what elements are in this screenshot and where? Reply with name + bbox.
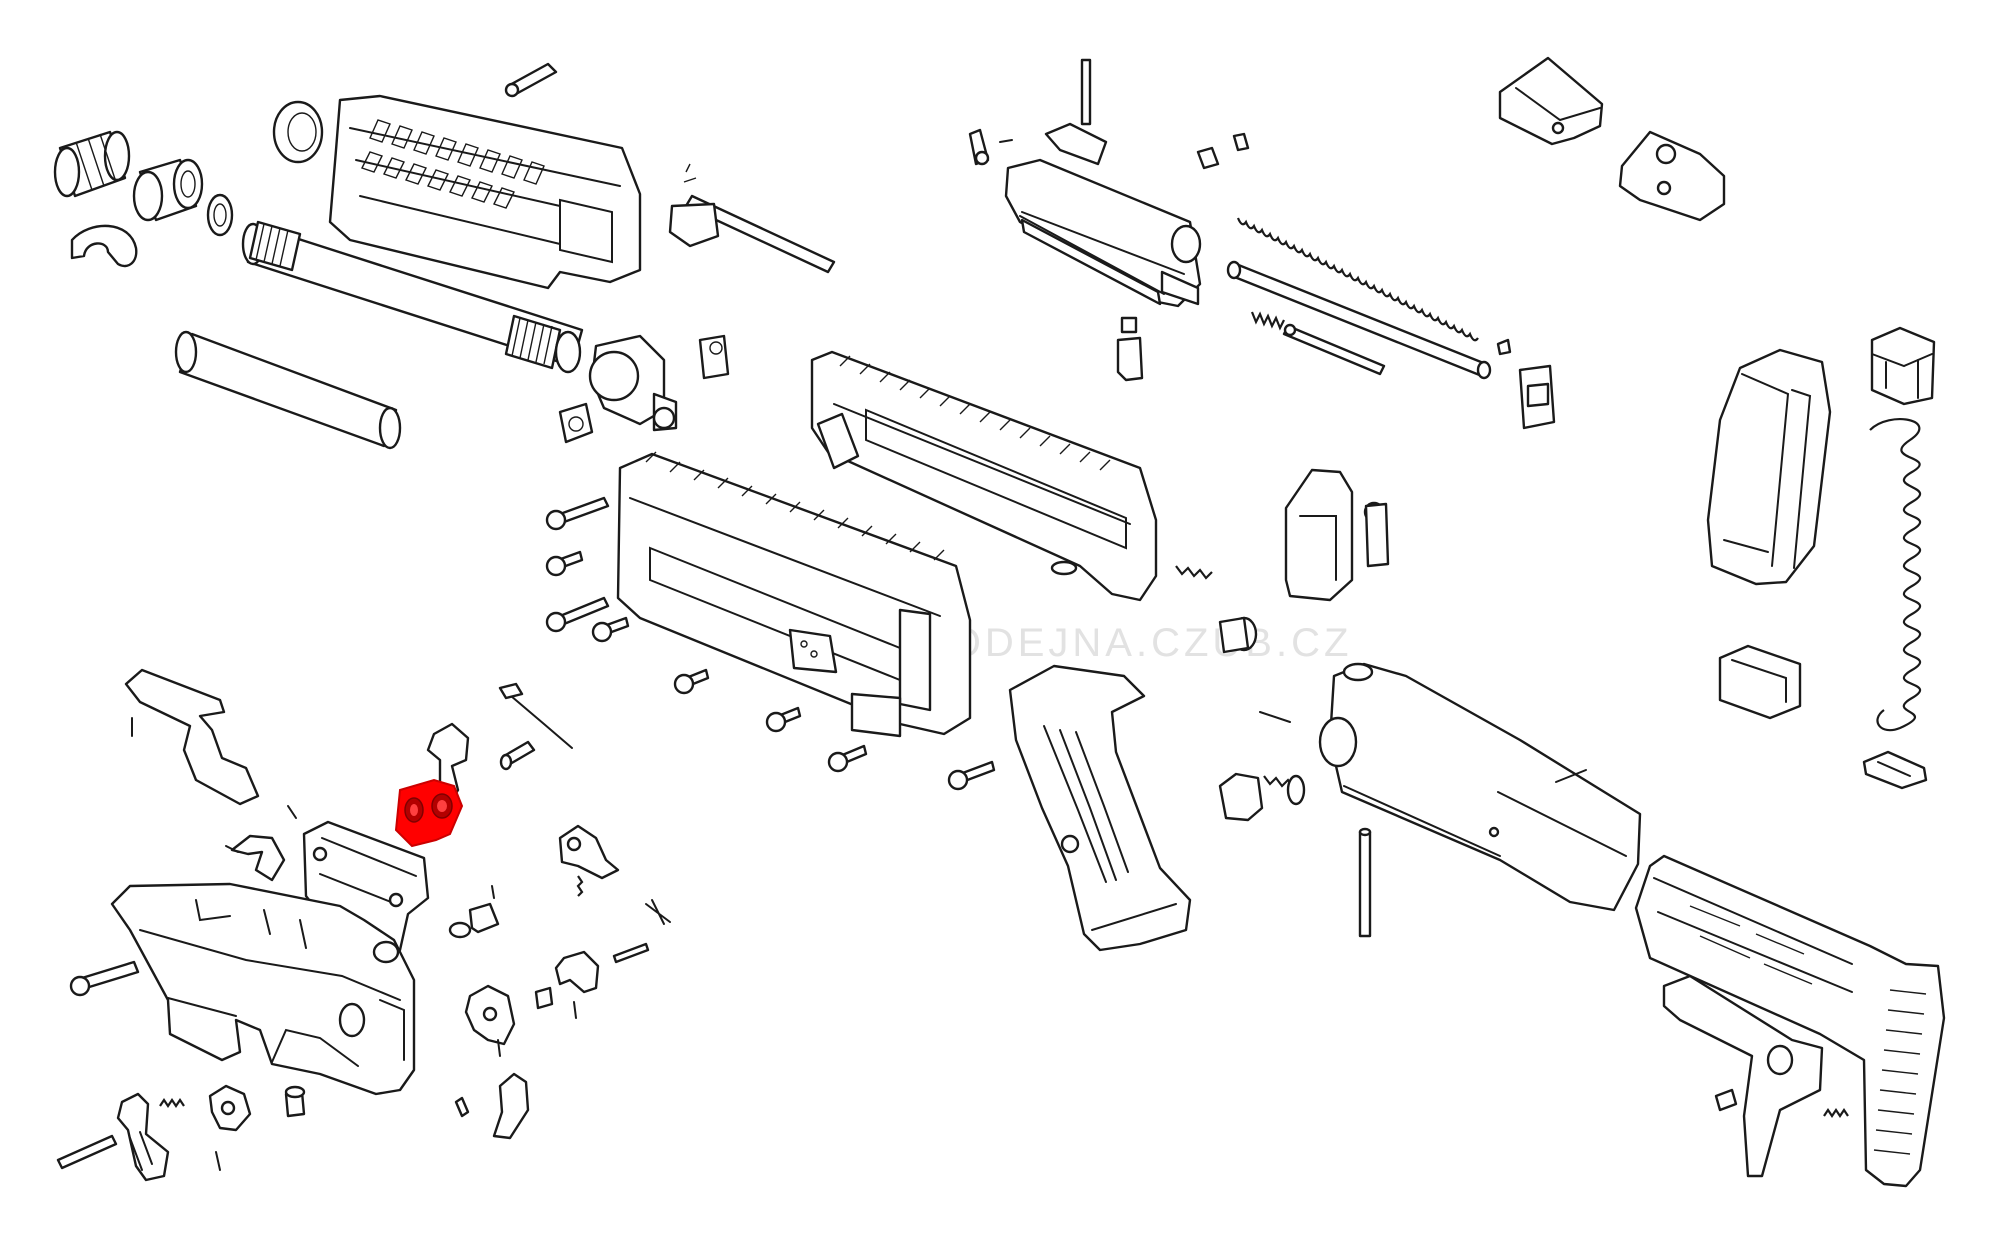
sear[interactable] xyxy=(554,950,600,994)
magazine-follower[interactable] xyxy=(1870,326,1936,406)
extractor[interactable] xyxy=(1044,122,1108,166)
trigger-spring-wire[interactable] xyxy=(612,899,671,964)
magazine-release[interactable] xyxy=(464,984,516,1057)
bolt-pin-small[interactable] xyxy=(1196,132,1250,170)
recoil-buffer[interactable] xyxy=(1175,565,1258,654)
rear-sight-rear[interactable] xyxy=(1618,130,1726,222)
charging-handle-rod[interactable] xyxy=(668,163,836,274)
small-nut-front[interactable] xyxy=(558,402,594,444)
hammer-pin[interactable] xyxy=(499,740,536,771)
rear-sight-front[interactable] xyxy=(1498,56,1604,146)
stock-hinge-body[interactable] xyxy=(1318,662,1642,912)
magazine-floor-plate[interactable] xyxy=(1862,750,1928,790)
barrel[interactable] xyxy=(241,220,584,374)
small-pin-bolt[interactable] xyxy=(1496,338,1512,356)
lower-receiver-pin[interactable] xyxy=(69,960,140,997)
trigger-bar-pin[interactable] xyxy=(287,805,297,819)
trigger-main[interactable] xyxy=(56,1092,170,1182)
stock-small-pin[interactable] xyxy=(1259,711,1587,783)
small-roller[interactable] xyxy=(534,986,577,1019)
barrel-nut[interactable] xyxy=(53,130,131,198)
hammer[interactable] xyxy=(426,722,470,808)
red-highlighted-part[interactable] xyxy=(394,778,464,848)
gas-block-latch[interactable] xyxy=(698,334,730,380)
hammer-spring[interactable] xyxy=(498,682,573,749)
barrel-washer[interactable] xyxy=(206,193,234,237)
recoil-guide-rod[interactable] xyxy=(1226,260,1492,380)
stock-latch[interactable] xyxy=(1662,974,1849,1178)
handguard[interactable] xyxy=(328,94,642,290)
magazine[interactable] xyxy=(1706,348,1832,586)
safety-lever[interactable] xyxy=(124,668,260,806)
receiver-housing[interactable] xyxy=(616,451,972,738)
bolt-carrier[interactable] xyxy=(1004,158,1202,308)
retaining-pin-top[interactable] xyxy=(504,62,558,98)
firing-pin[interactable] xyxy=(1080,58,1092,126)
buffer-spring-small[interactable] xyxy=(1250,311,1285,331)
gas-tube[interactable] xyxy=(174,330,402,450)
recoil-spring[interactable] xyxy=(1236,217,1479,342)
firing-pin-retainer[interactable] xyxy=(1116,316,1144,382)
trigger-small[interactable] xyxy=(454,1072,530,1140)
magazine-floor-plate-frame[interactable] xyxy=(1718,644,1802,720)
retaining-clip[interactable] xyxy=(70,224,138,268)
lower-receiver[interactable] xyxy=(110,882,416,1096)
guide-block[interactable] xyxy=(1518,364,1556,430)
ejector-rod[interactable] xyxy=(1282,323,1386,376)
upper-receiver-rail[interactable] xyxy=(810,350,1158,602)
disconnector[interactable] xyxy=(558,824,620,897)
folding-stock[interactable] xyxy=(1634,854,1946,1188)
extractor-pin[interactable] xyxy=(968,128,1013,166)
trigger-hammer-selector[interactable] xyxy=(208,1084,252,1171)
stock-pin[interactable] xyxy=(1358,827,1372,938)
magazine-spring[interactable] xyxy=(1869,418,1922,732)
muzzle-ring[interactable] xyxy=(272,100,324,164)
pistol-grip[interactable] xyxy=(1008,664,1192,952)
trigger-spring-coil[interactable] xyxy=(159,1098,185,1108)
screw-small-lower[interactable] xyxy=(284,1085,306,1118)
ejector-pin[interactable] xyxy=(448,885,500,939)
sear-spring[interactable] xyxy=(225,834,286,882)
magazine-catch-housing[interactable] xyxy=(1284,468,1390,602)
front-sight-base[interactable] xyxy=(588,334,678,432)
stock-release-button[interactable] xyxy=(1218,772,1306,822)
receiver-screws[interactable] xyxy=(545,496,996,791)
flash-hider-adapter[interactable] xyxy=(132,158,204,222)
